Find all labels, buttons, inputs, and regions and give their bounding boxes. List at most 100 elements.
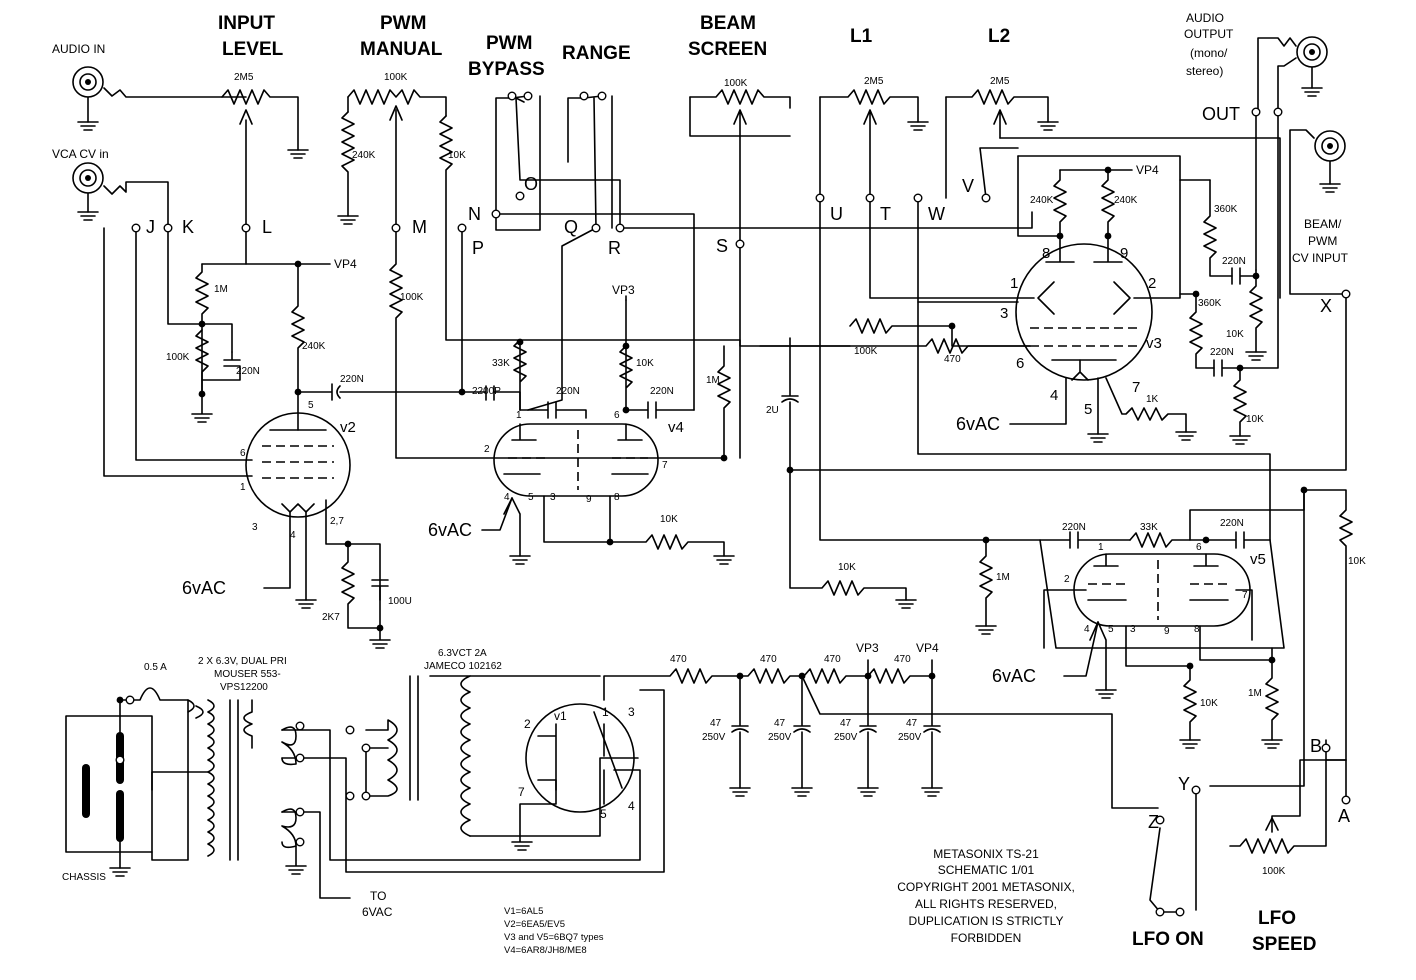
val-r-10k-d: 10K xyxy=(838,562,856,573)
terminal xyxy=(815,193,825,203)
junction-dot xyxy=(516,338,524,346)
v4-pin: 2 xyxy=(484,444,490,455)
junction-dot xyxy=(606,538,614,546)
val-r-360k-b: 360K xyxy=(1198,298,1222,309)
node-o: O xyxy=(524,174,538,194)
beam-pwm-cv-jack xyxy=(1289,129,1347,295)
terminal xyxy=(295,807,305,817)
tube-type-line: V3 and V5=6BQ7 types xyxy=(504,932,604,943)
node-x: X xyxy=(1320,296,1332,316)
v5-pin: 5 xyxy=(1108,624,1114,635)
junction-dot xyxy=(1202,536,1210,544)
v1-pin: 3 xyxy=(628,705,635,719)
val-c-100u: 100U xyxy=(388,596,412,607)
val-pot-l2: 2M5 xyxy=(990,76,1010,87)
junction-dot xyxy=(458,388,466,396)
heater-v5: 6vAC xyxy=(992,666,1036,686)
junction-dot xyxy=(198,320,206,328)
v5-pin: 4 xyxy=(1084,624,1090,635)
val-c-220n-b: 220N xyxy=(556,386,580,397)
audio-output-label-2: OUTPUT xyxy=(1184,27,1234,41)
v5-pin: 6 xyxy=(1196,542,1202,553)
val-c-220n-e: 220N xyxy=(1210,347,1234,358)
terminal xyxy=(1273,107,1283,117)
vca-cv-in-label: VCA CV in xyxy=(52,147,109,161)
val-r-360k-a: 360K xyxy=(1214,204,1238,215)
node-v: V xyxy=(962,176,974,196)
val-r-470-4: 470 xyxy=(894,654,911,665)
audio-output-label-1: AUDIO xyxy=(1186,11,1224,25)
v5-pin: 9 xyxy=(1164,626,1170,637)
v3-pin: 4 xyxy=(1050,387,1058,404)
range-switch xyxy=(567,95,613,229)
xfmr1-label-3: VPS12200 xyxy=(220,682,268,693)
input-wiring xyxy=(103,227,253,477)
val-cap-250v-a: 250V xyxy=(702,732,726,743)
node-l: L xyxy=(262,217,272,237)
val-r-10k-e: 10K xyxy=(1226,329,1244,340)
terminal xyxy=(913,193,923,203)
val-r-100k-a: 100K xyxy=(166,352,190,363)
component-values: 2M5 100K 100K 2M5 2M5 100K 240K 10K 100K… xyxy=(166,72,1366,877)
val-cap-250v-c: 250V xyxy=(834,732,858,743)
val-r-10k-b: 10K xyxy=(636,358,654,369)
lfo-speed-label-2: SPEED xyxy=(1252,934,1316,955)
terminal xyxy=(115,755,125,765)
xfmr2-label-1: 6.3VCT 2A xyxy=(438,648,487,659)
node-r: R xyxy=(608,238,621,258)
node-p: P xyxy=(472,238,484,258)
terminal xyxy=(507,91,517,101)
v1-pin: 1 xyxy=(602,705,609,719)
range-label: RANGE xyxy=(562,43,631,64)
title-line: ALL RIGHTS RESERVED, xyxy=(915,897,1057,911)
panel-labels: AUDIO IN VCA CV in INPUT LEVEL PWM MANUA… xyxy=(52,11,1349,955)
val-c-220n-g: 220N xyxy=(1220,518,1244,529)
val-r-33k-a: 33K xyxy=(492,358,510,369)
v5-pin: 1 xyxy=(1098,542,1104,553)
lfo-speed-label-1: LFO xyxy=(1258,908,1296,929)
v3-pin: 7 xyxy=(1132,379,1140,396)
val-r-470-1: 470 xyxy=(670,654,687,665)
terminal xyxy=(591,223,601,233)
val-r-240k-b: 240K xyxy=(1030,195,1054,206)
junction-dot xyxy=(736,672,744,680)
node-b: B xyxy=(1310,736,1322,756)
junction-dot xyxy=(1186,662,1194,670)
beam-screen-pot xyxy=(689,89,791,245)
title-line: DUPLICATION IS STRICTLY xyxy=(909,914,1064,928)
junction-dot xyxy=(116,696,124,704)
v2-pin: 5 xyxy=(308,400,314,411)
node-letters: J K L M N O P Q R S U T W V X Y Z A B xyxy=(146,174,1350,832)
tube-type-line: V4=6AR8/JH8/ME8 xyxy=(504,945,587,956)
terminal xyxy=(579,91,589,101)
val-c-220n-a: 220N xyxy=(236,366,260,377)
val-r-240k-a: 240K xyxy=(352,150,376,161)
val-cap-47-d: 47 xyxy=(906,718,918,729)
tube-labels: v2 v4 v3 v5 v1 5 6 1 3 4 2,7 1 6 2 7 4 5… xyxy=(240,245,1266,821)
val-c-220n-v2: 220N xyxy=(340,374,364,385)
junction-dot xyxy=(1192,290,1200,298)
l1-pot xyxy=(819,89,929,199)
beam-screen-label-1: BEAM xyxy=(700,13,756,34)
v2-pin: 4 xyxy=(290,530,296,541)
terminal xyxy=(163,223,173,233)
xfmr1-label-1: 2 X 6.3V, DUAL PRI xyxy=(198,656,287,667)
v3-pin: 3 xyxy=(1000,305,1008,322)
v5-pin: 8 xyxy=(1194,624,1200,635)
val-r-240k-v2: 240K xyxy=(302,341,326,352)
to-6vac-1: TO xyxy=(370,889,386,903)
junction-dot xyxy=(928,672,936,680)
tube-v3: v3 xyxy=(1146,335,1162,352)
val-c-220n-c: 220N xyxy=(650,386,674,397)
lfo-on-label: LFO ON xyxy=(1132,929,1204,950)
node-j: J xyxy=(146,217,155,237)
output-network xyxy=(1179,111,1279,445)
val-r-10k-c: 10K xyxy=(660,514,678,525)
junction-dot xyxy=(798,672,806,680)
val-r-470-a: 470 xyxy=(944,354,961,365)
node-m: M xyxy=(412,217,427,237)
heater-v4: 6vAC xyxy=(428,520,472,540)
val-cap-250v-b: 250V xyxy=(768,732,792,743)
title-line: SCHEMATIC 1/01 xyxy=(938,863,1035,877)
